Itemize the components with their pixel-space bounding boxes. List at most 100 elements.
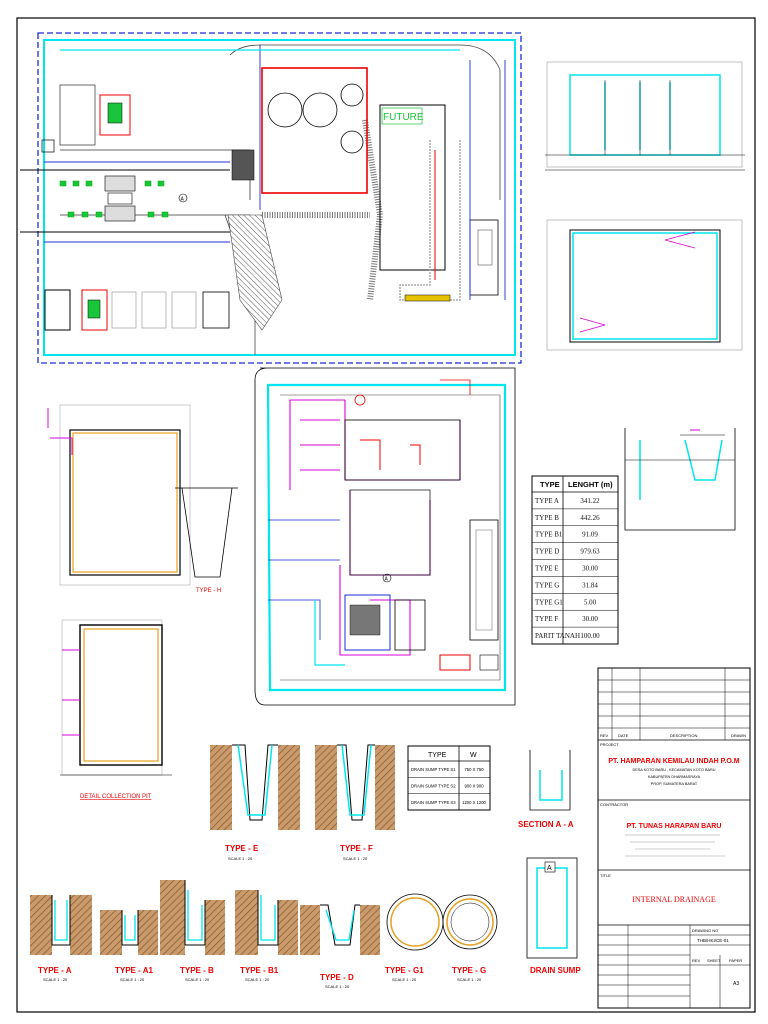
length-type-cell: TYPE G <box>535 581 559 589</box>
scale-notes: SCALE 1 : 20 SCALE 1 : 20 SCALE 1 : 20 S… <box>43 856 482 989</box>
svg-text:SCALE 1 : 20: SCALE 1 : 20 <box>43 977 68 982</box>
svg-text:PROP. SUMATERA BARAT: PROP. SUMATERA BARAT <box>651 782 698 786</box>
drain-sump-title: DRAIN SUMP <box>530 966 581 975</box>
length-value-cell: 30.00 <box>582 565 598 573</box>
paper-size: A3 <box>733 981 739 987</box>
mill-plan: A <box>254 367 516 706</box>
type-b1-detail: TYPE - B1 <box>235 890 298 975</box>
type-d-detail: TYPE - D <box>300 904 380 982</box>
rev-label: REV <box>692 958 701 963</box>
sump-type-cell: DRAIN SUMP TYPE S2 <box>411 784 456 789</box>
type-b1-title: TYPE - B1 <box>240 966 279 975</box>
project-name: PT. HAMPARAN KEMILAU INDAH P.O.M <box>608 758 739 765</box>
drawing-no: THB/HKI/CE-01 <box>697 938 729 943</box>
svg-text:SCALE 1 : 20: SCALE 1 : 20 <box>325 984 350 989</box>
drawing-title: INTERNAL DRAINAGE <box>632 895 716 904</box>
length-type-cell: TYPE E <box>535 565 559 573</box>
contractor-name: PT. TUNAS HARAPAN BARU <box>627 823 722 830</box>
collection-pit-detail: DETAIL COLLECTION PIT <box>47 404 191 800</box>
sump-type-cell: DRAIN SUMP TYPE S1 <box>411 767 456 772</box>
sump-marker: A <box>547 865 552 872</box>
drawing-no-label: DRAWING NO <box>692 928 718 933</box>
title-label: TITLE <box>600 873 611 878</box>
type-b-title: TYPE - B <box>180 966 214 975</box>
svg-text:SCALE 1 : 20: SCALE 1 : 20 <box>343 856 368 861</box>
type-d-title: TYPE - D <box>320 973 354 982</box>
type-e-detail: TYPE - E <box>210 744 300 853</box>
section-marker: A <box>181 197 185 203</box>
type-a1-title: TYPE - A1 <box>115 966 153 975</box>
type-g1-title: TYPE - G1 <box>385 966 424 975</box>
section-aa-detail: SECTION A - A <box>518 750 574 829</box>
sheet-border <box>16 17 756 1013</box>
sump-header-type: TYPE <box>428 752 447 759</box>
culvert-section-2 <box>546 219 743 351</box>
pond-area <box>261 67 368 194</box>
sump-w-cell: 1200 X 1200 <box>462 800 486 805</box>
section-aa-title: SECTION A - A <box>518 820 574 829</box>
length-value-cell: 442.26 <box>580 514 600 522</box>
table-header-length: LENGHT (m) <box>568 480 613 489</box>
table-header-type: TYPE <box>540 480 560 489</box>
svg-text:SCALE 1 : 20: SCALE 1 : 20 <box>185 977 210 982</box>
title-block: REV DATE DESCRIPTION DRAWN PROJECT PT. H… <box>597 667 751 1009</box>
type-b-detail: TYPE - B <box>160 880 225 975</box>
perimeter-drain <box>43 39 516 356</box>
length-value-cell: 341.22 <box>580 497 600 505</box>
culvert-section-1 <box>545 61 745 171</box>
sump-w-cell: 750 X 750 <box>464 767 484 772</box>
sump-type-cell: DRAIN SUMP TYPE S3 <box>411 800 456 805</box>
drawn-header: DRAWN <box>731 733 746 738</box>
length-type-cell: TYPE G1 <box>535 598 563 606</box>
type-g-title: TYPE - G <box>452 966 486 975</box>
project-label: PROJECT <box>600 742 619 747</box>
length-type-cell: TYPE B1 <box>535 531 563 539</box>
svg-text:SCALE 1 : 20: SCALE 1 : 20 <box>392 977 417 982</box>
description-header: DESCRIPTION <box>670 733 697 738</box>
future-building <box>379 104 446 271</box>
type-g1-detail: TYPE - G1 <box>385 893 444 975</box>
length-type-cell: TYPE D <box>535 548 559 556</box>
svg-text:TYPE - H: TYPE - H <box>196 588 221 594</box>
type-g-detail: TYPE - G <box>442 894 498 975</box>
rev-header: REV <box>600 733 609 738</box>
length-value-cell: 91.09 <box>582 531 598 539</box>
type-e-title: TYPE - E <box>225 844 259 853</box>
ditch-section <box>624 428 736 531</box>
type-f-detail: TYPE - F <box>315 744 395 853</box>
site-plan: A FUTURE <box>20 32 522 364</box>
length-value-cell: 30.00 <box>582 615 598 623</box>
length-type-cell: PARIT TANAH <box>535 632 580 640</box>
earth-ditch-detail: TYPE - H <box>175 487 238 594</box>
svg-text:SCALE 1 : 20: SCALE 1 : 20 <box>245 977 270 982</box>
length-type-cell: TYPE F <box>535 615 558 623</box>
length-type-cell: TYPE A <box>535 497 559 505</box>
svg-text:SCALE 1 : 20: SCALE 1 : 20 <box>457 977 482 982</box>
type-a1-detail: TYPE - A1 <box>100 910 158 975</box>
contractor-label: CONTRACTOR <box>600 802 628 807</box>
svg-text:SCALE 1 : 20: SCALE 1 : 20 <box>120 977 145 982</box>
type-a-title: TYPE - A <box>38 966 72 975</box>
paper-label: PAPER <box>729 958 742 963</box>
svg-text:SCALE 1 : 20: SCALE 1 : 20 <box>228 856 253 861</box>
length-value-cell: 100.00 <box>580 632 600 640</box>
collection-pit-title: DETAIL COLLECTION PIT <box>80 794 152 800</box>
date-header: DATE <box>618 733 629 738</box>
sump-header-w: W <box>470 752 477 759</box>
drain-sump-detail: A DRAIN SUMP <box>526 857 581 975</box>
svg-text:A: A <box>385 577 389 583</box>
property-boundary <box>37 32 522 364</box>
svg-text:KABUPATEN DHARMASRAYA: KABUPATEN DHARMASRAYA <box>648 775 701 779</box>
length-value-cell: 5.00 <box>584 598 597 606</box>
svg-text:DESA KOTO BARU , KECAMATAN KOT: DESA KOTO BARU , KECAMATAN KOTO BARU <box>632 768 715 772</box>
mill-drain <box>266 383 507 692</box>
sump-w-cell: 900 X 900 <box>464 784 484 789</box>
sheet-label: SHEET <box>707 958 721 963</box>
type-f-title: TYPE - F <box>340 844 373 853</box>
length-type-cell: TYPE B <box>535 514 559 522</box>
